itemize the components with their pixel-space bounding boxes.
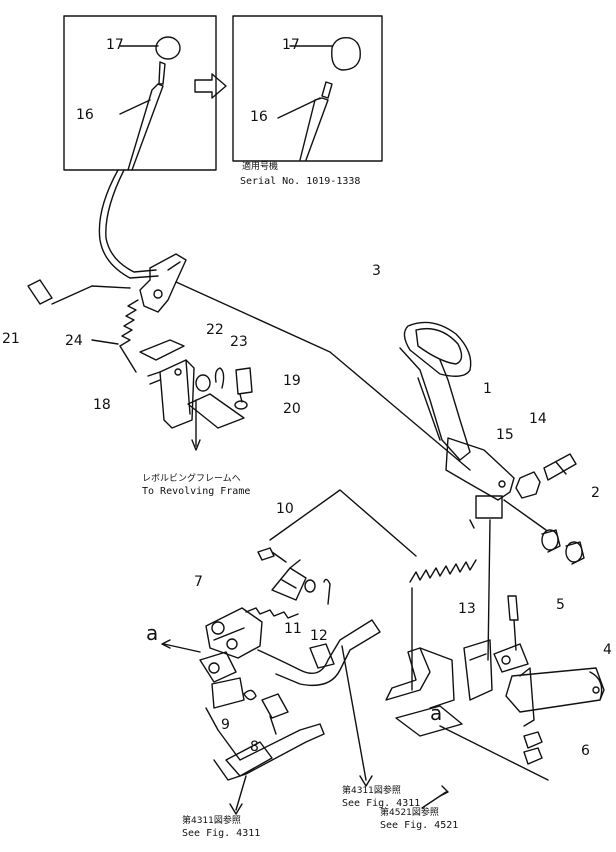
serial-note: Serial No. 1019-1338 bbox=[240, 176, 361, 187]
pin-23 bbox=[214, 367, 225, 389]
clevis bbox=[271, 567, 307, 601]
callout-5: 5 bbox=[556, 597, 565, 613]
hose-down bbox=[205, 707, 325, 781]
pedal-arm bbox=[399, 347, 471, 461]
callout-6: 6 bbox=[581, 743, 590, 759]
callout-1: 1 bbox=[483, 381, 492, 397]
note-fig4521-jp: 第4521図参照 bbox=[380, 808, 439, 818]
callout-7: 7 bbox=[194, 574, 203, 590]
washer-20 bbox=[234, 400, 248, 410]
callout-19: 19 bbox=[283, 373, 301, 389]
callout-11: 11 bbox=[284, 621, 302, 637]
lever-bracket bbox=[139, 253, 187, 313]
callout-10: 10 bbox=[276, 501, 294, 517]
pedal-base-1 bbox=[445, 437, 515, 501]
callout-17-right: 17 bbox=[282, 37, 300, 53]
nut-15 bbox=[515, 471, 541, 499]
callout-18: 18 bbox=[93, 397, 111, 413]
callout-3: 3 bbox=[372, 263, 381, 279]
bolt-10 bbox=[257, 547, 287, 563]
pedal-3 bbox=[403, 321, 472, 377]
note-fig4311-a: See Fig. 4311 bbox=[342, 798, 421, 809]
lever-left bbox=[127, 83, 164, 171]
bolt-19 bbox=[235, 367, 253, 403]
callout-21: 21 bbox=[2, 331, 20, 347]
lever-right bbox=[299, 97, 329, 161]
hose-right bbox=[257, 619, 381, 687]
callout-4: 4 bbox=[603, 642, 612, 658]
nut-6a bbox=[523, 731, 543, 749]
callout-2: 2 bbox=[591, 485, 600, 501]
lever-right-tip bbox=[321, 81, 333, 99]
transition-arrow bbox=[194, 73, 227, 99]
pin-21 bbox=[27, 279, 53, 305]
knob-left bbox=[155, 36, 181, 60]
callout-13: 13 bbox=[458, 601, 476, 617]
serial-note-jp: 適用号機 bbox=[242, 162, 279, 172]
note-revolving-jp: レボルビングフレームへ bbox=[142, 474, 241, 484]
washer-11 bbox=[304, 579, 316, 593]
bracket-plate bbox=[385, 647, 431, 701]
callout-24: 24 bbox=[65, 333, 83, 349]
callout-23: 23 bbox=[230, 334, 248, 350]
washer-9 bbox=[243, 689, 257, 701]
main-lever bbox=[98, 169, 159, 279]
callout-16-left: 16 bbox=[76, 107, 94, 123]
spring-13 bbox=[409, 559, 477, 583]
note-revolving: To Revolving Frame bbox=[142, 486, 251, 497]
link-plate bbox=[395, 705, 463, 737]
callout-a-bottom: a bbox=[430, 701, 443, 725]
bolt-8 bbox=[261, 693, 289, 735]
callout-9: 9 bbox=[221, 717, 230, 733]
valve-body-7 bbox=[205, 607, 263, 659]
callout-20: 20 bbox=[283, 401, 301, 417]
knob-right bbox=[331, 37, 361, 71]
spring-24 bbox=[119, 299, 139, 347]
nut-6b bbox=[523, 747, 543, 765]
inset-right-frame bbox=[232, 15, 383, 162]
callout-8: 8 bbox=[250, 739, 259, 755]
callout-12: 12 bbox=[310, 628, 328, 644]
bolt-5 bbox=[507, 595, 519, 651]
pin-12 bbox=[323, 578, 331, 605]
note-fig4521: See Fig. 4521 bbox=[380, 820, 459, 831]
boot bbox=[245, 607, 299, 619]
callout-a-left: a bbox=[146, 621, 159, 645]
inset-left-frame bbox=[63, 15, 217, 171]
note-fig4311-b: See Fig. 4311 bbox=[182, 828, 261, 839]
callout-17-left: 17 bbox=[106, 37, 124, 53]
callout-14: 14 bbox=[529, 411, 547, 427]
shaft-4 bbox=[505, 667, 605, 713]
callout-16-right: 16 bbox=[250, 109, 268, 125]
lever-left-tip bbox=[158, 61, 166, 85]
bracket-18 bbox=[159, 359, 195, 429]
callout-22: 22 bbox=[206, 322, 224, 338]
callout-15: 15 bbox=[496, 427, 514, 443]
note-fig4311-b-jp: 第4311図参照 bbox=[182, 816, 241, 826]
washer-22 bbox=[195, 374, 211, 392]
bolt-14 bbox=[543, 453, 577, 481]
note-fig4311-a-jp: 第4311図参照 bbox=[342, 786, 401, 796]
